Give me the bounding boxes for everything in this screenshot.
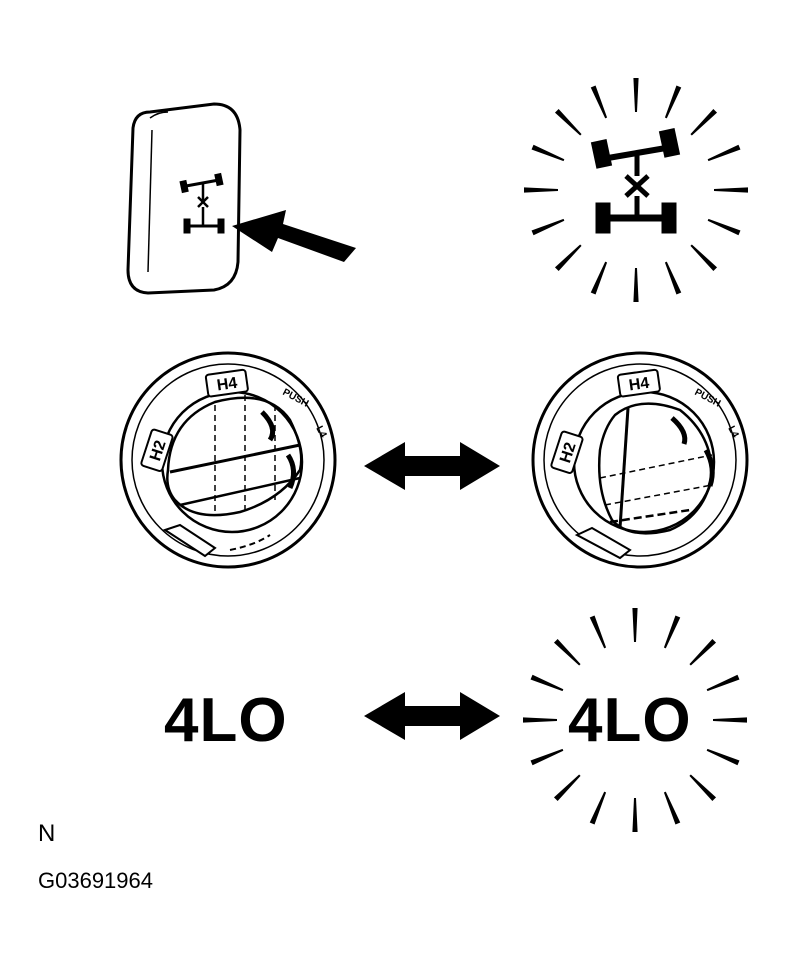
flash-ray <box>633 78 639 112</box>
flash-ray <box>632 798 638 832</box>
note-letter: N <box>38 820 56 847</box>
press-arrow-icon <box>232 210 356 262</box>
flash-ray <box>690 108 718 136</box>
flash-ray <box>689 774 717 802</box>
figure-code: G03691964 <box>38 868 153 893</box>
flash-ray <box>663 615 681 649</box>
4wd-indicator-icon-flashing <box>590 128 681 234</box>
dash-panel <box>126 102 242 295</box>
flash-ray <box>633 268 639 302</box>
h4-label: H4 <box>216 375 239 395</box>
flash-ray <box>590 85 608 119</box>
flash-ray <box>706 748 740 766</box>
indicator-4lo-flashing: 4LO <box>568 686 692 755</box>
l4-label: L4 <box>725 424 740 440</box>
h2-label: H2 <box>557 440 580 465</box>
flash-ray <box>706 674 740 692</box>
flash-ray <box>553 638 581 666</box>
flash-ray <box>589 615 607 649</box>
flash-ray <box>664 85 682 119</box>
flash-ray <box>707 144 741 162</box>
flash-ray <box>554 244 582 272</box>
double-arrow-icon <box>364 442 500 490</box>
flash-ray <box>530 748 564 766</box>
h4-label: H4 <box>628 375 651 395</box>
h2-label: H2 <box>147 438 170 463</box>
flash-ray <box>689 638 717 666</box>
flash-ray <box>632 608 638 642</box>
flash-ray <box>589 791 607 825</box>
transfer-switch-dial-icon-right: H4 H2 PUSH L4 <box>531 351 749 569</box>
flash-ray <box>664 261 682 295</box>
flash-ray <box>590 261 608 295</box>
flash-ray <box>524 187 558 193</box>
flash-ray <box>531 144 565 162</box>
4wd-indicator-icon <box>179 172 225 234</box>
l4-label: L4 <box>313 424 328 440</box>
flash-ray <box>553 774 581 802</box>
flash-ray <box>713 717 747 723</box>
indicator-4lo-off: 4LO <box>164 686 288 755</box>
flash-ray <box>531 218 565 236</box>
flash-ray <box>663 791 681 825</box>
flash-ray <box>714 187 748 193</box>
flash-ray <box>690 244 718 272</box>
flash-ray <box>554 108 582 136</box>
flash-ray <box>523 717 557 723</box>
double-arrow-icon <box>364 692 500 740</box>
flash-ray <box>707 218 741 236</box>
flash-rays-icon <box>523 608 747 832</box>
transfer-switch-dial-icon-left: H4 H2 PUSH L4 <box>119 351 337 569</box>
flash-ray <box>530 674 564 692</box>
flash-rays-icon <box>524 78 748 302</box>
